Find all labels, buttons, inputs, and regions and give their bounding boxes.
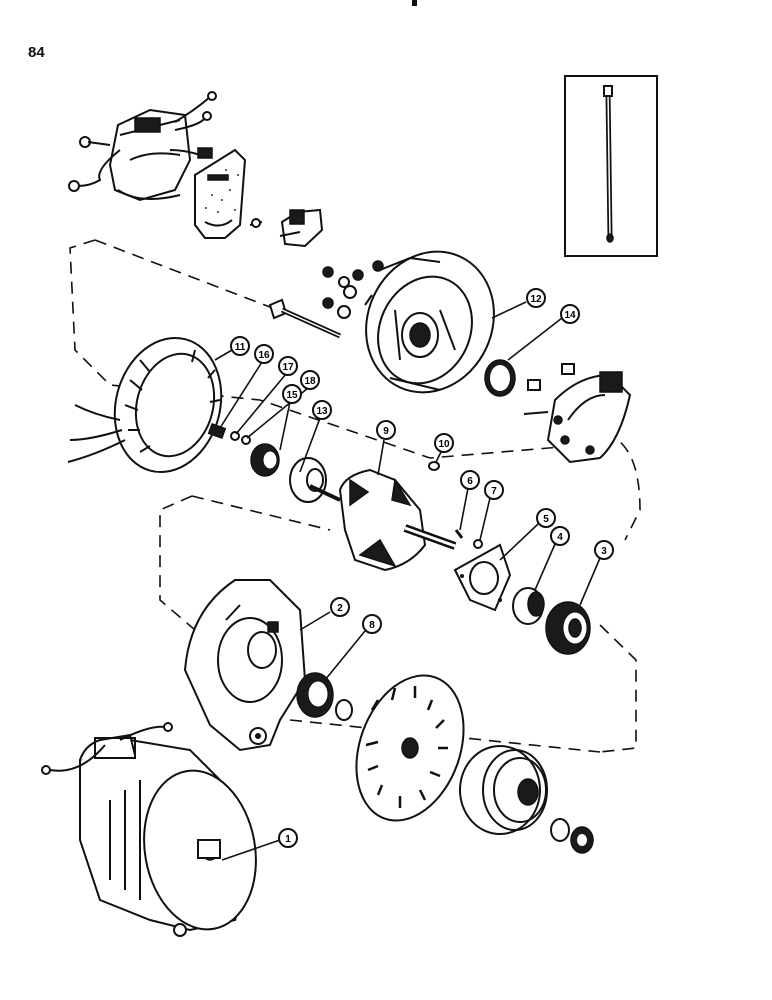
svg-text:17: 17 bbox=[282, 362, 294, 373]
callout-4: 4 bbox=[550, 526, 570, 546]
spacer-collar bbox=[289, 457, 327, 503]
callout-15: 15 bbox=[282, 384, 302, 404]
rectifier-bridge bbox=[523, 363, 632, 464]
svg-text:5: 5 bbox=[543, 514, 549, 525]
callout-10: 10 bbox=[434, 433, 454, 453]
voltage-regulator bbox=[68, 91, 217, 202]
callout-1: 1 bbox=[278, 828, 298, 848]
bearing-retainer-plate bbox=[453, 543, 512, 612]
stator-bolt-set bbox=[207, 422, 251, 445]
key bbox=[428, 461, 440, 471]
callout-2: 2 bbox=[330, 597, 350, 617]
page-number: 84 bbox=[28, 44, 45, 61]
retainer-screw-set bbox=[454, 529, 483, 549]
svg-text:16: 16 bbox=[258, 350, 270, 361]
callout-5: 5 bbox=[536, 508, 556, 528]
svg-text:3: 3 bbox=[601, 546, 607, 557]
callout-16: 16 bbox=[254, 344, 274, 364]
svg-text:4: 4 bbox=[557, 532, 563, 543]
svg-text:9: 9 bbox=[383, 426, 389, 437]
svg-text:13: 13 bbox=[316, 406, 328, 417]
regulator-gasket bbox=[194, 148, 247, 239]
brush-holder bbox=[249, 208, 324, 248]
svg-text:8: 8 bbox=[369, 620, 375, 631]
svg-text:15: 15 bbox=[286, 390, 298, 401]
slip-ring-end-frame bbox=[364, 250, 495, 394]
callout-3: 3 bbox=[594, 540, 614, 560]
svg-text:6: 6 bbox=[467, 476, 473, 487]
callout-leaders bbox=[214, 301, 601, 861]
fan bbox=[355, 674, 465, 822]
svg-text:12: 12 bbox=[530, 294, 542, 305]
svg-text:1: 1 bbox=[285, 834, 291, 845]
svg-text:2: 2 bbox=[337, 603, 343, 614]
svg-text:14: 14 bbox=[564, 310, 576, 321]
oil-seal bbox=[296, 672, 334, 718]
callout-11: 11 bbox=[230, 336, 250, 356]
stator bbox=[67, 336, 223, 474]
svg-text:10: 10 bbox=[438, 439, 450, 450]
bearing-small bbox=[250, 443, 280, 477]
callout-13: 13 bbox=[312, 400, 332, 420]
svg-text:18: 18 bbox=[304, 376, 316, 387]
bearing-sleeve bbox=[512, 587, 545, 625]
pulley-nut bbox=[570, 826, 594, 854]
group-outline-lower bbox=[159, 495, 637, 753]
long-bolt bbox=[268, 298, 342, 339]
callout-18: 18 bbox=[300, 370, 320, 390]
callout-6: 6 bbox=[460, 470, 480, 490]
alternator-assembly bbox=[41, 722, 257, 937]
o-ring bbox=[484, 359, 516, 397]
drive-end-frame bbox=[183, 579, 307, 752]
callout-17: 17 bbox=[278, 356, 298, 376]
through-bolt-inset bbox=[564, 75, 658, 257]
drive-end-bearing bbox=[545, 601, 591, 655]
svg-text:11: 11 bbox=[235, 342, 246, 353]
pulley bbox=[459, 745, 548, 835]
svg-text:7: 7 bbox=[491, 486, 497, 497]
pulley-washer bbox=[550, 818, 570, 842]
callouts: 1 2 3 4 5 6 7 8 bbox=[230, 288, 614, 848]
rotor bbox=[309, 468, 457, 572]
callout-9: 9 bbox=[376, 420, 396, 440]
callout-12: 12 bbox=[526, 288, 546, 308]
terminal-hardware bbox=[322, 260, 384, 319]
callout-7: 7 bbox=[484, 480, 504, 500]
crop-mark bbox=[412, 0, 417, 6]
callout-14: 14 bbox=[560, 304, 580, 324]
callout-8: 8 bbox=[362, 614, 382, 634]
collar bbox=[335, 699, 353, 721]
